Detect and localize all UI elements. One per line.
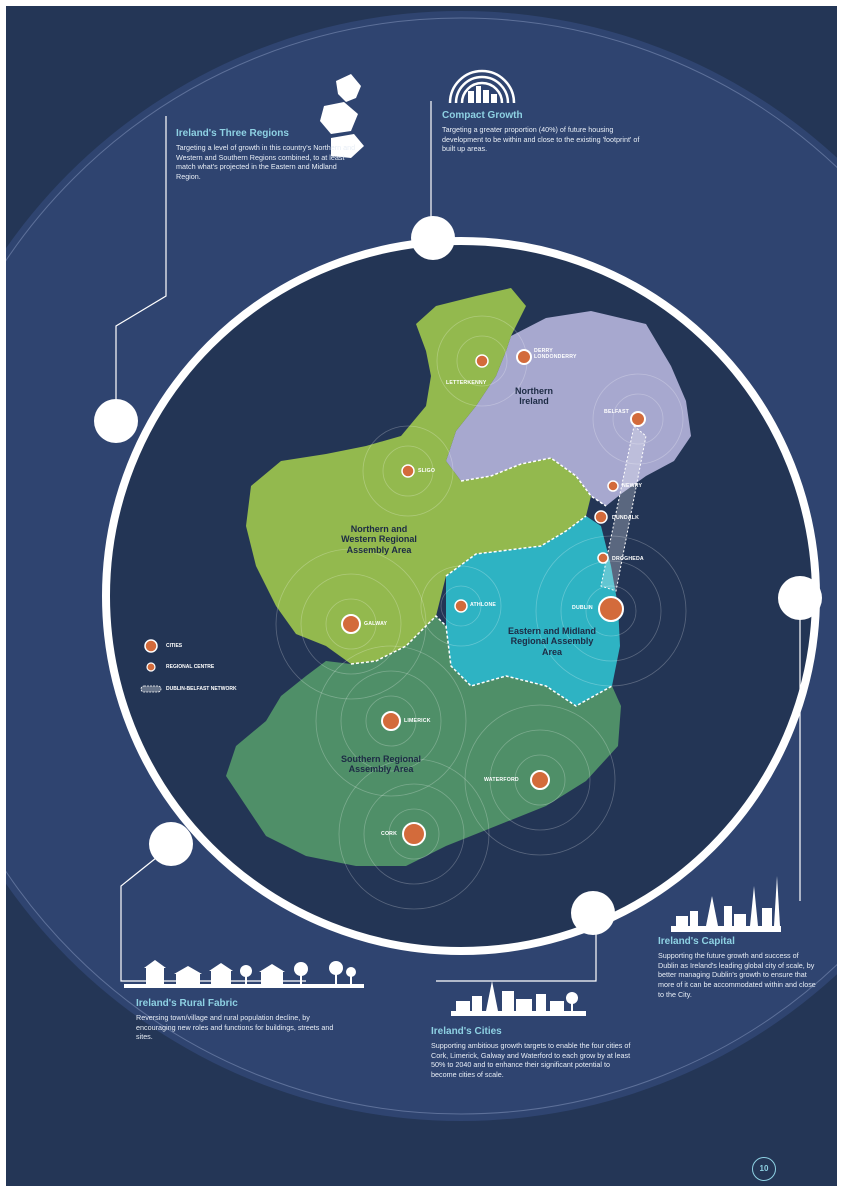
city-derry <box>516 349 532 365</box>
ring-nodes <box>94 216 822 935</box>
border-ni <box>460 457 607 507</box>
map-graphic <box>6 11 837 1121</box>
region-borders <box>350 457 613 707</box>
legend-corridor: DUBLIN-BELFAST NETWORK <box>166 686 237 692</box>
panel-compact-growth-body: Targeting a greater proportion (40%) of … <box>442 125 640 154</box>
legend-markers <box>140 639 162 693</box>
town-waterford: WATERFORD <box>484 777 519 783</box>
compact-growth-icon <box>448 69 516 104</box>
panel-capital-body: Supporting the future growth and success… <box>658 951 816 999</box>
town-derry: DERRY LONDONDERRY <box>534 348 577 360</box>
town-belfast: BELFAST <box>604 409 630 415</box>
panel-three-regions-title: Ireland's Three Regions <box>176 128 289 139</box>
node-rural <box>149 822 193 866</box>
legend-cities: CITIES <box>166 643 183 649</box>
label-northern-western: Northern and Western Regional Assembly A… <box>341 524 417 555</box>
town-dundalk: DUNDALK <box>612 515 640 521</box>
town-athlone: ATHLONE <box>470 602 497 608</box>
centre-drogheda <box>597 552 609 564</box>
city-belfast <box>630 411 646 427</box>
label-southern: Southern Regional Assembly Area <box>340 754 421 775</box>
border-nw-em <box>445 515 587 577</box>
legend-regional-centre: REGIONAL CENTRE <box>166 664 215 670</box>
node-cities <box>571 891 615 935</box>
compact-skyline-icon <box>468 86 497 103</box>
label-eastern-midland: Eastern and Midland Regional Assembly Ar… <box>507 626 596 657</box>
region-southern <box>226 616 621 866</box>
connector-three-regions <box>115 116 167 411</box>
connector-cities <box>436 916 597 982</box>
city-markers <box>341 349 646 846</box>
outer-ring <box>6 17 837 1115</box>
panel-three-regions: Ireland's Three Regions Targeting a leve… <box>176 128 356 182</box>
town-drogheda: DROGHEDA <box>612 556 644 562</box>
influence-rings <box>275 315 687 910</box>
centre-newry <box>607 480 619 492</box>
region-northern-western <box>246 288 591 664</box>
panel-three-regions-body: Targeting a level of growth in this coun… <box>176 143 356 182</box>
town-dublin: DUBLIN <box>572 605 593 611</box>
town-galway: GALWAY <box>364 621 388 627</box>
label-northern-ireland: Northern Ireland <box>515 386 553 407</box>
dublin-skyline-icon <box>671 876 781 932</box>
centre-letterkenny <box>475 354 489 368</box>
town-newry: NEWRY <box>622 483 643 489</box>
centre-athlone <box>454 599 468 613</box>
panel-compact-growth: Compact Growth Targeting a greater propo… <box>442 110 642 154</box>
town-cork: CORK <box>381 831 398 837</box>
city-galway <box>341 614 361 634</box>
city-cork <box>402 822 426 846</box>
page-number: 10 <box>752 1157 776 1181</box>
centre-sligo <box>401 464 415 478</box>
legend-centre-marker <box>146 662 156 672</box>
panel-rural-fabric-title: Ireland's Rural Fabric <box>136 998 238 1009</box>
dublin-belfast-corridor <box>600 425 647 592</box>
town-limerick: LIMERICK <box>404 718 431 724</box>
panel-compact-growth-title: Compact Growth <box>442 110 523 121</box>
panel-cities: Ireland's Cities Supporting ambitious gr… <box>431 1026 631 1080</box>
rural-village-icon <box>124 960 364 988</box>
legend-corridor-marker <box>140 685 162 693</box>
ireland-regions-icon <box>320 74 364 158</box>
centre-dundalk <box>594 510 608 524</box>
town-sligo: SLIGO <box>418 468 436 474</box>
panel-rural-fabric: Ireland's Rural Fabric Reversing town/vi… <box>136 998 346 1042</box>
page: Ireland's Three Regions Targeting a leve… <box>6 6 837 1186</box>
region-eastern-midland <box>446 516 620 706</box>
panel-cities-body: Supporting ambitious growth targets to e… <box>431 1041 631 1080</box>
town-letterkenny: LETTERKENNY <box>446 380 487 386</box>
node-capital <box>778 576 822 620</box>
cities-skyline-icon <box>451 981 586 1016</box>
region-northern-ireland <box>446 311 691 506</box>
border-south <box>350 614 613 707</box>
node-compact-growth <box>411 216 455 260</box>
node-three-regions <box>94 399 138 443</box>
panel-cities-title: Ireland's Cities <box>431 1026 502 1037</box>
regional-centre-markers <box>401 354 619 613</box>
panel-capital-title: Ireland's Capital <box>658 936 735 947</box>
city-limerick <box>381 711 401 731</box>
legend-city-marker <box>144 639 158 653</box>
city-waterford <box>530 770 550 790</box>
panel-capital: Ireland's Capital Supporting the future … <box>658 936 818 1000</box>
panel-rural-fabric-body: Reversing town/village and rural populat… <box>136 1013 334 1042</box>
city-dublin <box>598 596 624 622</box>
